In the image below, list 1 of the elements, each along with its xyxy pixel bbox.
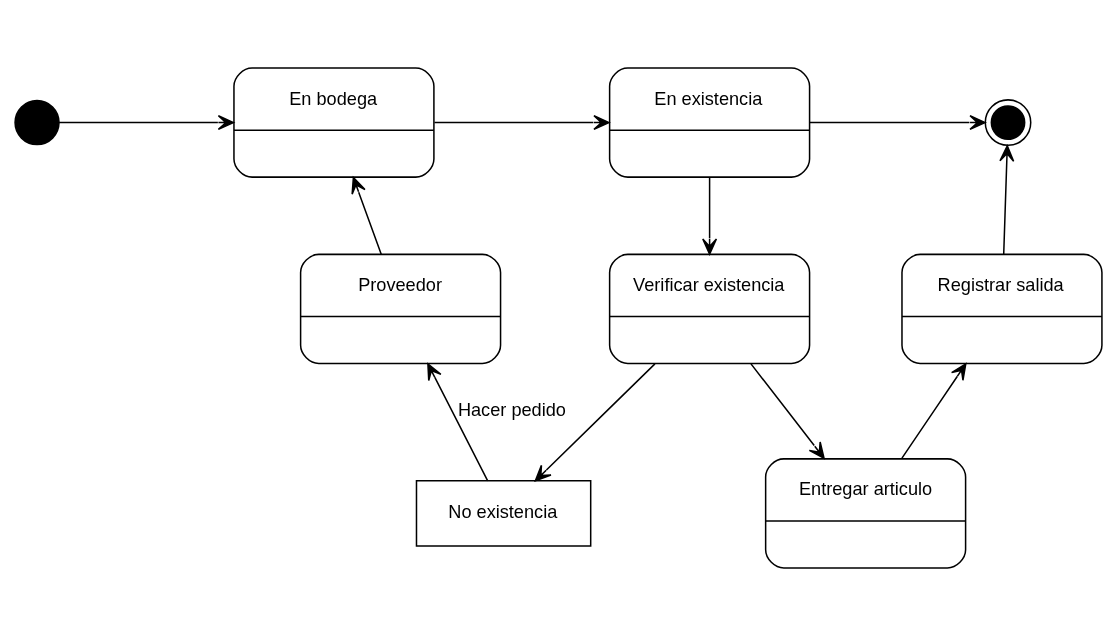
edge-label: Hacer pedido <box>457 399 566 420</box>
